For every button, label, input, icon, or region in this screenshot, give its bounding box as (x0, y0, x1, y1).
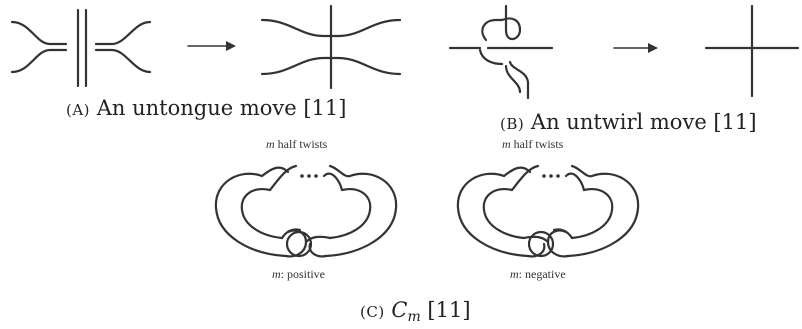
right-knot-top-label: m half twists (502, 138, 563, 150)
twist-dots-negative (542, 174, 560, 178)
untwirl-after-diagram (704, 4, 800, 98)
right-knot-top-var: m (502, 137, 511, 151)
caption-a-text: An untongue move [11] (96, 96, 347, 120)
untongue-arrow (187, 41, 236, 51)
twist-dots-positive (300, 174, 318, 178)
caption-b-text: An untwirl move [11] (530, 110, 757, 134)
untwirl-arrow (613, 43, 658, 53)
untongue-before-diagram (10, 8, 152, 88)
right-knot-top-text: half twists (513, 137, 564, 151)
left-knot-bottom-var: m (272, 267, 281, 281)
right-knot-bottom-text: : negative (518, 267, 566, 281)
left-knot-bottom-label: m: positive (272, 268, 325, 280)
caption-c-letter: (C) (360, 303, 385, 321)
left-knot-top-var: m (266, 137, 275, 151)
caption-c-symbol: C (391, 298, 408, 322)
untongue-after-diagram (260, 4, 402, 90)
caption-b: (B) An untwirl move [11] (500, 112, 757, 133)
left-knot-top-text: half twists (277, 137, 328, 151)
knot-positive (214, 164, 398, 258)
knot-negative (456, 164, 640, 258)
caption-b-letter: (B) (500, 115, 525, 133)
left-knot-top-label: m half twists (266, 138, 327, 150)
left-knot-bottom-text: : positive (280, 267, 326, 281)
caption-a: (A) An untongue move [11] (66, 98, 346, 119)
right-knot-bottom-label: m: negative (510, 268, 566, 280)
caption-c-subscript: m (407, 309, 421, 325)
caption-c-ref: [11] (427, 298, 471, 322)
caption-a-letter: (A) (66, 101, 91, 119)
untwirl-before-diagram (448, 4, 554, 100)
caption-c: (C) Cm [11] (360, 298, 471, 325)
right-knot-bottom-var: m (510, 267, 519, 281)
